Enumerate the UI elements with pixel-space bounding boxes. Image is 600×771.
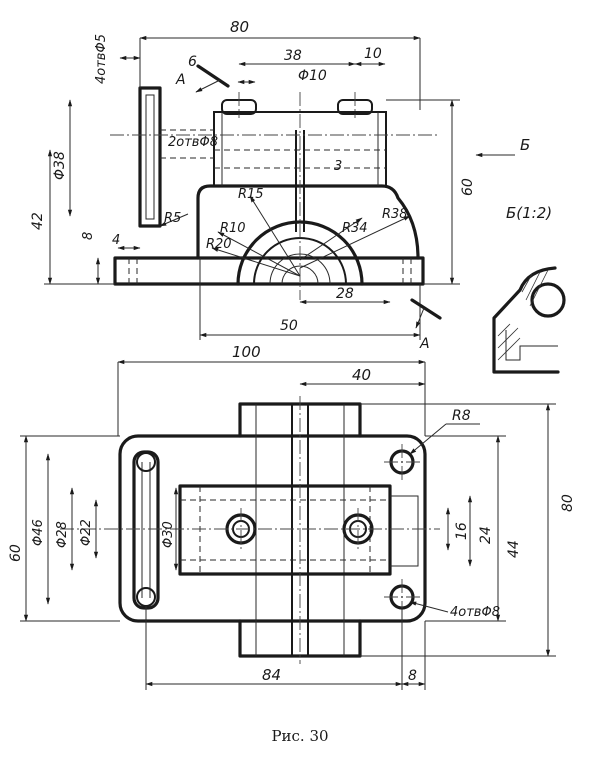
left-lug-plate [138,86,162,228]
top-base-outline [118,434,427,623]
partial-section-view [492,266,566,374]
dim-r38: R38 [382,207,408,222]
cut-label-a-top: А [175,72,186,88]
dim-60-depth: 60 [8,544,24,562]
dim-r8: R8 [452,408,471,424]
dim-80-depth: 80 [560,494,576,512]
dim-100: 100 [232,343,261,361]
dim-6: 6 [188,54,197,70]
dim-42: 42 [30,212,46,230]
dim-4-holes-phi5: 4отвΦ5 [94,34,109,84]
dim-r5: R5 [164,211,181,226]
dim-84: 84 [262,666,281,684]
dim-8: 8 [81,232,96,240]
dim-phi28: Φ28 [55,521,70,548]
top-left-lug [132,450,160,610]
dim-phi10: Φ10 [298,68,327,84]
top-view [20,359,556,690]
hole-top-left [136,452,156,472]
front-view [44,35,515,340]
dim-16: 16 [454,522,470,540]
dim-10: 10 [364,46,382,62]
dim-50: 50 [280,318,298,334]
dim-38: 38 [284,48,302,64]
dim-r15: R15 [238,187,264,202]
section-view-label: Б(1:2) [506,204,552,222]
dim-r10: R10 [220,221,246,236]
dim-r34: R34 [342,221,368,236]
dim-phi38: Φ38 [52,151,68,180]
dim-80: 80 [230,18,249,36]
dim-60-height: 60 [460,178,476,196]
figure-caption: Рис. 30 [271,727,329,745]
dim-2-holes-phi8: 2отвΦ8 [168,135,218,150]
hole-bottom-left [136,587,156,607]
bearing-outer [236,220,364,286]
housing-body [196,184,420,260]
dim-phi22: Φ22 [79,519,94,546]
dim-phi30: Φ30 [161,521,176,548]
dim-28: 28 [336,286,354,302]
view-label-b: Б [520,136,530,154]
top-housing [178,484,392,576]
dim-3: 3 [334,159,342,174]
dim-40: 40 [352,366,371,384]
dim-44: 44 [506,540,522,558]
dim-phi46: Φ46 [31,519,46,546]
dim-8-edge: 8 [408,668,417,684]
dim-4: 4 [112,233,120,248]
dim-4-holes-phi8: 4отвΦ8 [450,605,500,620]
dim-24: 24 [478,526,494,544]
base-plate [113,256,425,286]
dim-r20: R20 [206,237,232,252]
cut-label-a-bottom: А [419,336,430,352]
